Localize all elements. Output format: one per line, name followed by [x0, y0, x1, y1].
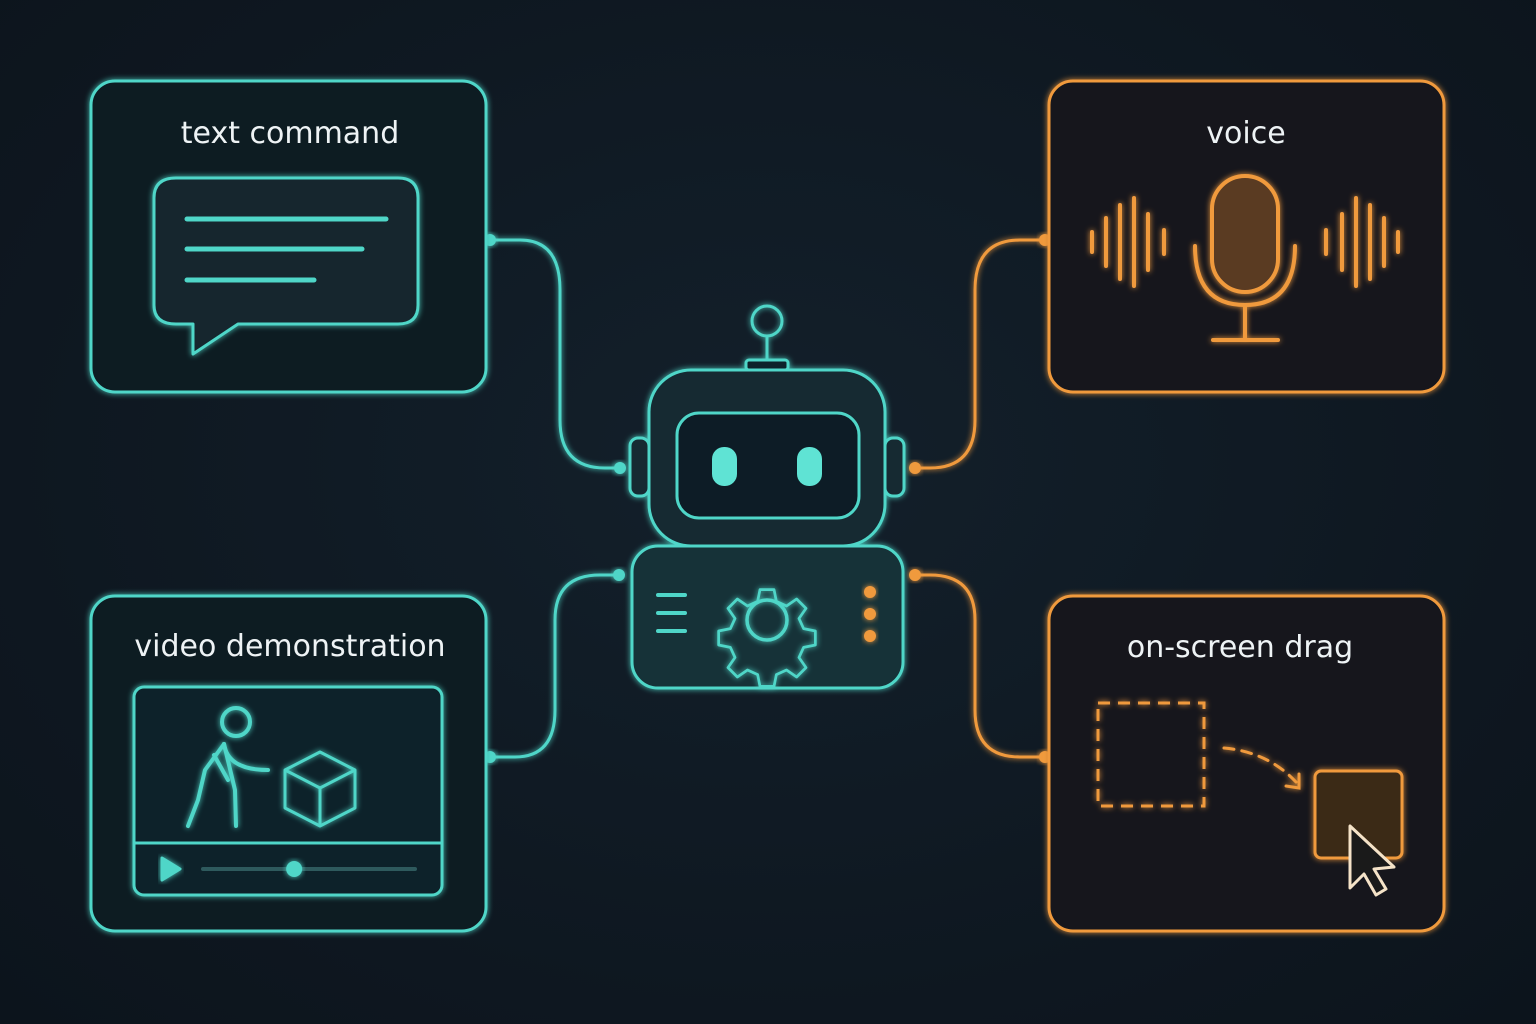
microphone-icon — [1193, 174, 1297, 342]
robot-icon — [628, 304, 906, 690]
drag-source-box — [1096, 701, 1206, 808]
connector-video-demonstration — [490, 573, 618, 759]
person-carrying-icon — [186, 706, 270, 828]
drag-cursor-icon — [1348, 824, 1396, 897]
play-icon[interactable] — [160, 856, 182, 882]
panel-label-text-command: text command — [181, 116, 399, 151]
drag-arrow — [1222, 746, 1301, 790]
panel-label-on-screen-drag: on-screen drag — [1127, 630, 1353, 665]
gear-icon — [717, 588, 817, 688]
seek-knob[interactable] — [286, 861, 303, 877]
video-player-icon — [132, 685, 444, 897]
panel-text-command: text command — [89, 79, 488, 394]
status-lights — [864, 586, 876, 642]
chat-bubble-icon — [152, 176, 420, 356]
panel-on-screen-drag: on-screen drag — [1047, 594, 1446, 933]
panel-label-video-demonstration: video demonstration — [134, 629, 445, 664]
sound-wave-left-icon — [1090, 196, 1166, 288]
connector-voice — [915, 238, 1045, 470]
sound-wave-right-icon — [1324, 196, 1400, 288]
panel-voice: voice — [1047, 79, 1446, 394]
panel-label-voice: voice — [1206, 116, 1285, 151]
cube-icon — [283, 750, 357, 828]
panel-video-demonstration: video demonstration — [89, 594, 488, 933]
connector-text-command — [490, 238, 622, 470]
connector-on-screen-drag — [915, 573, 1045, 759]
